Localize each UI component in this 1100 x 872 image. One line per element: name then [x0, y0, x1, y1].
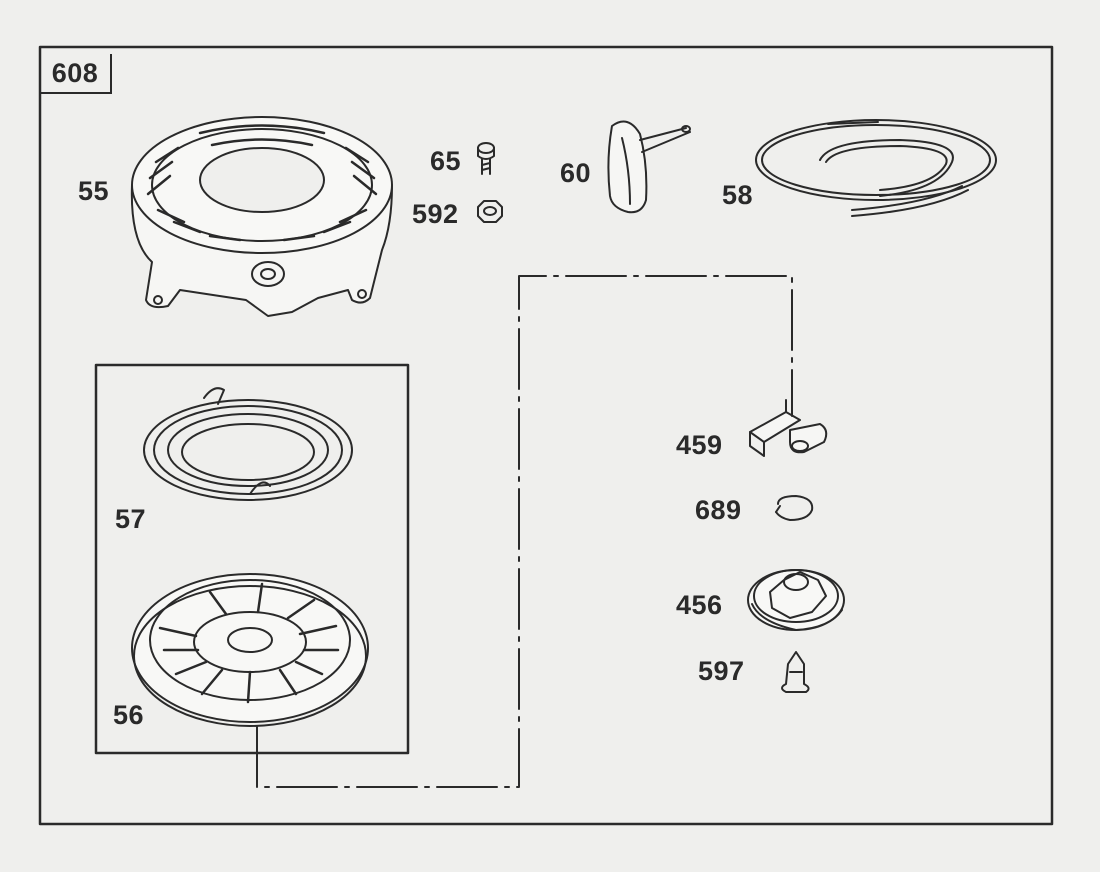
part-label-65: 65 [430, 146, 462, 176]
handle-drawing [607, 120, 691, 214]
part-label-456: 456 [676, 590, 723, 620]
part-label-58: 58 [722, 180, 754, 210]
part-label-592: 592 [412, 199, 459, 229]
part-label-689: 689 [695, 495, 742, 525]
part-label-55: 55 [78, 176, 110, 206]
part-label-597: 597 [698, 656, 745, 686]
nut-drawing [477, 200, 503, 223]
pin-drawing [781, 651, 810, 693]
starter-housing-drawing [130, 116, 393, 317]
part-label-459: 459 [676, 430, 723, 460]
rope-drawing [755, 119, 997, 217]
part-label-56: 56 [113, 700, 145, 730]
pawl-drawing [749, 399, 828, 457]
reference-number: 608 [51, 57, 99, 88]
reference-box: 608 [40, 54, 112, 94]
spring-drawing [143, 387, 353, 501]
kit-box [94, 363, 410, 755]
part-label-60: 60 [560, 158, 592, 188]
ratchet-drawing [747, 569, 845, 631]
pulley-drawing [131, 573, 369, 727]
outer-frame [38, 45, 1054, 826]
retainer-drawing [775, 495, 814, 521]
part-label-57: 57 [115, 504, 147, 534]
assembly-connector [256, 275, 793, 788]
bolt-drawing [477, 142, 495, 175]
